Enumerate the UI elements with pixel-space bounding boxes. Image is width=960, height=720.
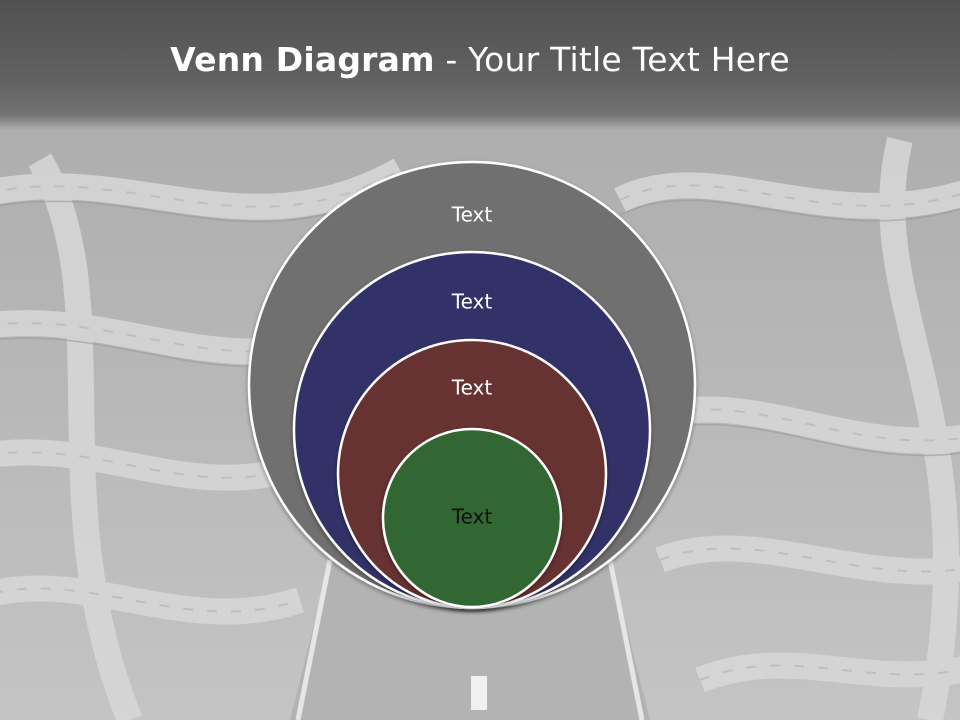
inner-circle[interactable] [381,427,563,609]
title-bar [0,0,960,130]
outer-circle-label: Text [451,203,493,227]
third-circle-label: Text [451,376,493,400]
title-bold: Venn Diagram [170,40,435,79]
slide-title: Venn Diagram - Your Title Text Here [0,40,960,79]
title-rest: - Your Title Text Here [434,40,790,79]
second-circle-label: Text [451,290,493,314]
inner-circle-label: Text [451,505,493,529]
